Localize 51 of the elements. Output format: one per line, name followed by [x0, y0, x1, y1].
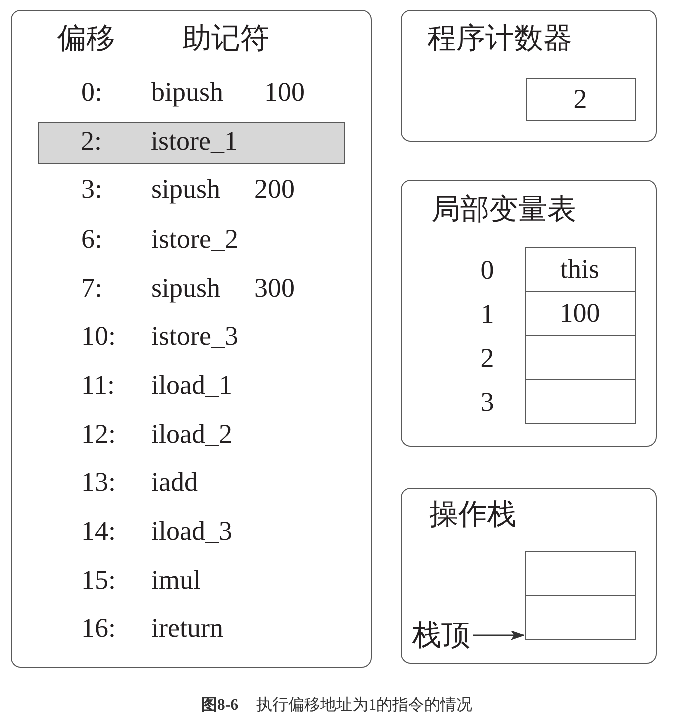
slot-index: 0	[480, 254, 494, 286]
instruction-mnemonic: iload_1	[152, 370, 232, 402]
counter-panel	[401, 10, 657, 142]
slot-index: 1	[480, 298, 494, 330]
instruction-mnemonic: iload_3	[152, 516, 232, 548]
offset-number: 12:	[82, 418, 116, 450]
offset-number: 3:	[82, 174, 103, 206]
table-cell	[524, 334, 636, 380]
instruction-mnemonic: istore_3	[152, 320, 238, 352]
instruction-mnemonic: istore_2	[152, 224, 238, 256]
offset-number: 10:	[82, 320, 116, 352]
offset-number: 2:	[81, 126, 102, 158]
column-header: 偏移	[58, 22, 116, 56]
column-header: 助记符	[182, 22, 270, 56]
offset-number: 15:	[82, 564, 116, 596]
value-cell: 2	[526, 78, 636, 120]
offset-number: 14:	[82, 516, 116, 548]
code-panel	[11, 10, 372, 668]
pointer-arrow	[474, 630, 525, 640]
instruction-mnemonic: sipush	[152, 174, 221, 206]
offset-number: 16:	[82, 612, 116, 644]
offset-number: 6:	[82, 224, 103, 256]
instruction-mnemonic: sipush	[152, 272, 221, 304]
panel-title: 程序计数器	[428, 22, 572, 56]
table-cell	[524, 378, 636, 424]
stack-top-label: 栈顶	[412, 620, 470, 654]
caption: 图8-6 执行偏移地址为1的指令的情况	[201, 697, 473, 716]
offset-number: 0:	[82, 76, 103, 108]
offset-number: 13:	[82, 466, 116, 498]
instruction-mnemonic: bipush	[152, 76, 224, 108]
stack-slot	[524, 594, 636, 640]
stack-slot	[524, 550, 636, 596]
table-cell: this	[524, 246, 636, 292]
slot-index: 3	[480, 386, 494, 418]
operand-value: 100	[264, 76, 305, 108]
instruction-mnemonic: iadd	[152, 466, 198, 498]
table-cell: 100	[524, 290, 636, 336]
instruction-mnemonic: ireturn	[152, 612, 224, 644]
instruction-mnemonic: imul	[152, 564, 202, 596]
highlighted-row	[38, 122, 344, 164]
instruction-mnemonic: istore_1	[151, 126, 238, 158]
offset-number: 11:	[82, 370, 115, 402]
slot-index: 2	[480, 342, 494, 374]
stack-panel	[401, 488, 657, 664]
variable-table-panel	[401, 180, 657, 447]
instruction-mnemonic: iload_2	[152, 418, 232, 450]
offset-number: 7:	[82, 272, 103, 304]
panel-title: 操作栈	[430, 498, 516, 532]
operand-value: 200	[254, 174, 295, 206]
panel-title: 局部变量表	[432, 194, 576, 228]
operand-value: 300	[254, 272, 295, 304]
